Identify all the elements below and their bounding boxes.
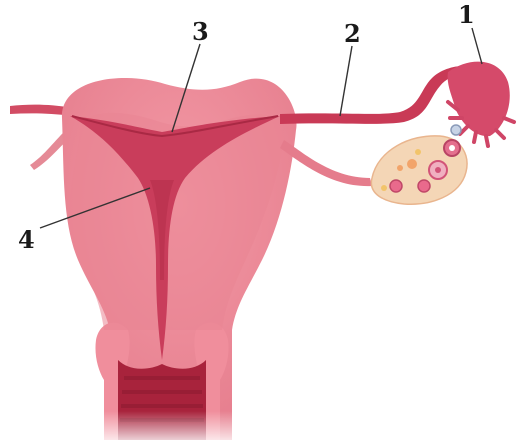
ovarian-ligament xyxy=(280,140,372,186)
label-3: 3 xyxy=(192,20,209,44)
leader-line-1 xyxy=(472,28,482,64)
released-ovum xyxy=(451,125,461,135)
label-2: 2 xyxy=(344,22,361,46)
leader-line-2 xyxy=(340,46,352,116)
label-4: 4 xyxy=(18,228,35,252)
bottom-fade xyxy=(0,300,519,448)
label-1: 1 xyxy=(458,3,475,27)
